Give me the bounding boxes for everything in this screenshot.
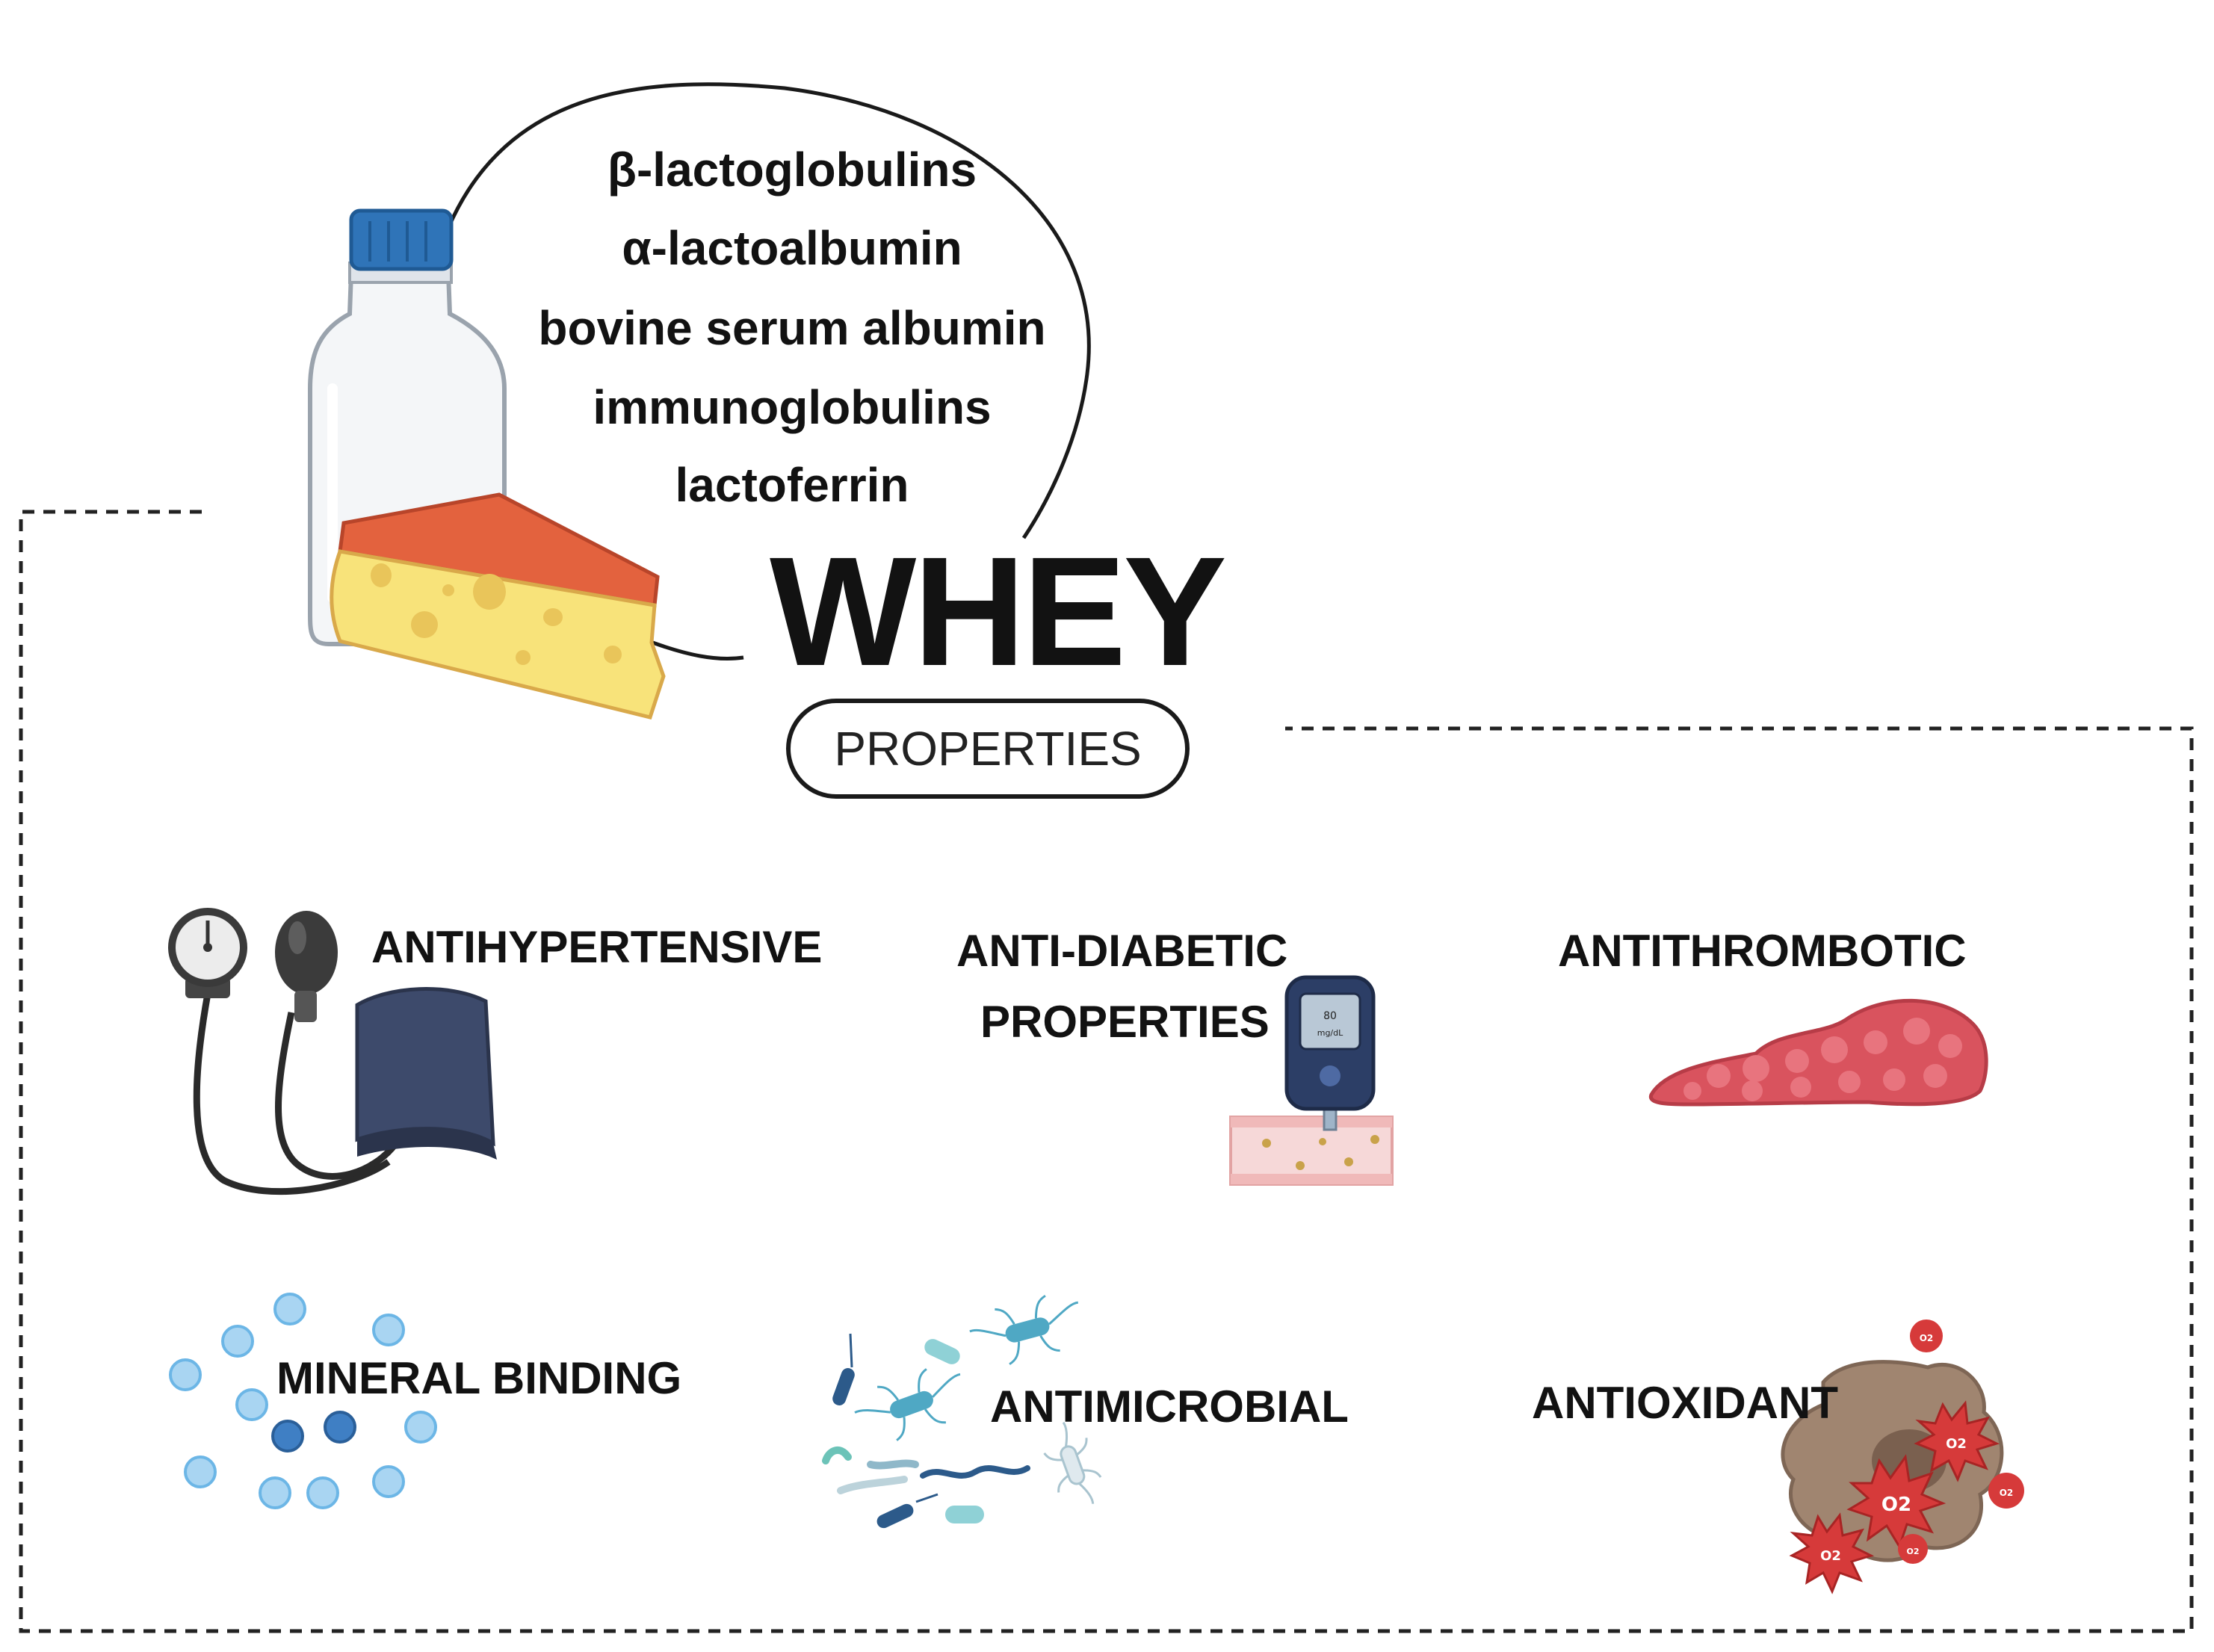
- cheese-wedge-icon: [330, 492, 666, 720]
- label-antithrombotic: ANTITHROMBOTIC: [1558, 926, 1967, 976]
- svg-text:O2: O2: [2000, 1488, 2014, 1498]
- svg-text:O2: O2: [1881, 1494, 1911, 1516]
- whey-title: WHEY: [770, 525, 1227, 699]
- glucose-meter-icon: 80 mg/dL: [1229, 975, 1394, 1186]
- svg-text:O2: O2: [1906, 1547, 1919, 1556]
- free-radical-cell-icon: O2 O2 O2 O2 O2 O2: [1781, 1320, 2024, 1594]
- bacteria-icon: [822, 1294, 1102, 1529]
- svg-text:O2: O2: [1820, 1548, 1841, 1564]
- label-antidiabetic-line1: ANTI-DIABETIC: [956, 926, 1288, 976]
- svg-text:O2: O2: [1946, 1436, 1967, 1452]
- label-antihypertensive: ANTIHYPERTENSIVE: [371, 922, 823, 972]
- blood-pressure-monitor-icon: [168, 908, 497, 1195]
- dashed-frame: [19, 510, 2194, 1633]
- mineral-particles-icon: [169, 1293, 437, 1509]
- protein-alpha-lactoalbumin: α-lactoalbumin: [622, 221, 962, 275]
- label-antidiabetic-line2: PROPERTIES: [980, 997, 1270, 1047]
- protein-lactoferrin: lactoferrin: [675, 458, 909, 512]
- radical-burst-main: O2: [1846, 1454, 1946, 1550]
- protein-bovine-serum-albumin: bovine serum albumin: [538, 301, 1046, 355]
- glucose-unit: mg/dL: [1317, 1028, 1343, 1038]
- protein-immunoglobulins: immunoglobulins: [593, 380, 992, 434]
- properties-pill: PROPERTIES: [786, 699, 1190, 799]
- protein-beta-lactoglobulins: β-lactoglobulins: [607, 143, 977, 197]
- label-mineral-binding: MINERAL BINDING: [276, 1353, 682, 1403]
- label-antioxidant: ANTIOXIDANT: [1532, 1378, 1838, 1428]
- blood-clot-icon: [1648, 998, 1988, 1107]
- glucose-reading: 80: [1323, 1010, 1337, 1022]
- connector-line: [642, 637, 744, 661]
- svg-text:O2: O2: [1920, 1333, 1934, 1343]
- protein-bubble-arc: [446, 82, 1091, 539]
- label-antimicrobial: ANTIMICROBIAL: [990, 1382, 1349, 1432]
